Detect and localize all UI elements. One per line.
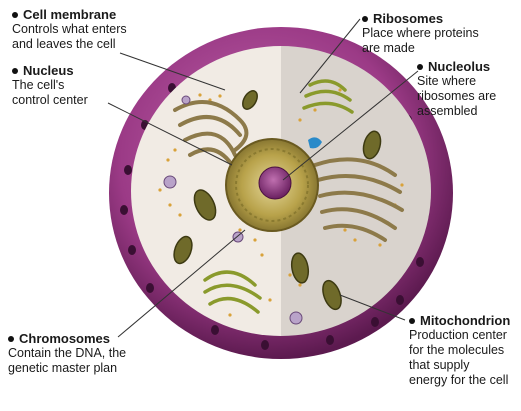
chromosomes-desc: Contain the DNA, the genetic master plan	[8, 346, 158, 376]
label-mitochondrion: Mitochondrion Production center for the …	[409, 313, 519, 388]
nucleolus-title: Nucleolus	[428, 59, 490, 74]
label-nucleus: Nucleus The cell's control center	[12, 63, 122, 108]
mitochondrion-title: Mitochondrion	[420, 313, 510, 328]
ribosomes-desc: Place where proteins are made	[362, 26, 492, 56]
bullet-icon	[362, 16, 368, 22]
cell-membrane-desc: Controls what enters and leaves the cell	[12, 22, 140, 52]
cell-membrane-title: Cell membrane	[23, 7, 116, 22]
bullet-icon	[8, 336, 14, 342]
mitochondrion-desc: Production center for the molecules that…	[409, 328, 509, 388]
label-nucleolus: Nucleolus Site where ribosomes are assem…	[417, 59, 517, 119]
bullet-icon	[12, 12, 18, 18]
nucleolus-desc: Site where ribosomes are assembled	[417, 74, 509, 119]
nucleolus	[259, 167, 291, 199]
nucleus-desc: The cell's control center	[12, 78, 104, 108]
label-cell-membrane: Cell membrane Controls what enters and l…	[12, 7, 162, 52]
nucleus-title: Nucleus	[23, 63, 74, 78]
label-chromosomes: Chromosomes Contain the DNA, the genetic…	[8, 331, 178, 376]
bullet-icon	[417, 64, 423, 70]
bullet-icon	[409, 318, 415, 324]
chromosomes-title: Chromosomes	[19, 331, 110, 346]
bullet-icon	[12, 68, 18, 74]
ribosomes-title: Ribosomes	[373, 11, 443, 26]
label-ribosomes: Ribosomes Place where proteins are made	[362, 11, 512, 56]
